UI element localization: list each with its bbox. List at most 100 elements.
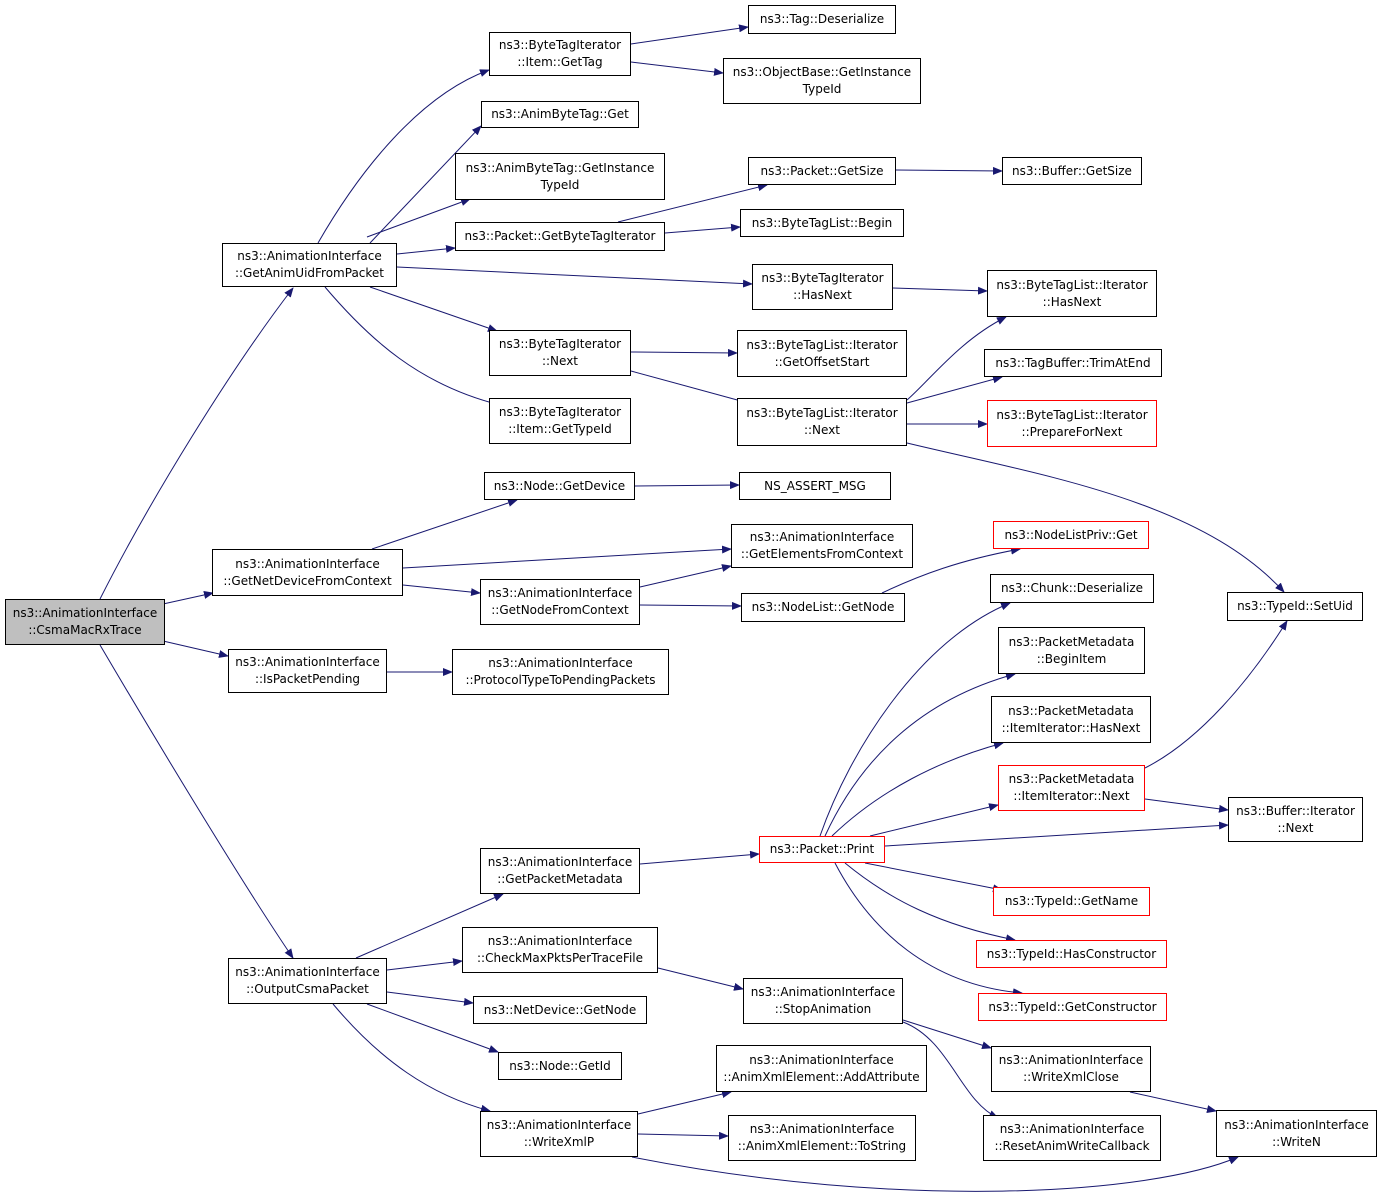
node-tostring[interactable]: ns3::AnimationInterface::AnimXmlElement:… (728, 1115, 916, 1161)
node-label-line: ns3::ByteTagList::Iterator (996, 277, 1148, 292)
node-ns-assert[interactable]: NS_ASSERT_MSG (739, 472, 891, 500)
node-resetanim[interactable]: ns3::AnimationInterface::ResetAnimWriteC… (983, 1115, 1161, 1161)
node-label-line: ns3::ObjectBase::GetInstance (732, 65, 912, 79)
call-edge (162, 640, 229, 658)
node-label-line: ::HasNext (1042, 294, 1102, 309)
node-chunk-deser[interactable]: ns3::Chunk::Deserialize (990, 574, 1154, 603)
node-label-line: ::WriteN (1272, 1134, 1321, 1149)
call-edge (819, 602, 1011, 837)
node-packet-getsize[interactable]: ns3::Packet::GetSize (748, 157, 896, 185)
node-label-line: ::CheckMaxPktsPerTraceFile (477, 951, 643, 965)
node-label-line: ns3::PacketMetadata (1008, 703, 1134, 718)
call-edge (617, 183, 768, 223)
node-label-line: ::HasNext (793, 288, 852, 302)
call-edge (324, 286, 501, 407)
node-label-line: ns3::ByteTagList::Iterator (996, 407, 1148, 422)
node-label-line: ns3::Buffer::Iterator (1236, 803, 1355, 818)
node-label-line: ns3::ByteTagIterator (498, 337, 622, 351)
node-tagbuf-trim[interactable]: ns3::TagBuffer::TrimAtEnd (984, 349, 1162, 377)
node-getnetdev[interactable]: ns3::AnimationInterface::GetNetDeviceFro… (212, 549, 403, 596)
node-label-line: ::GetAnimUidFromPacket (234, 266, 385, 280)
node-stopanim[interactable]: ns3::AnimationInterface::StopAnimation (743, 978, 903, 1024)
node-checkmax[interactable]: ns3::AnimationInterface::CheckMaxPktsPer… (462, 927, 658, 973)
node-btli-hasnext[interactable]: ns3::ByteTagList::Iterator::HasNext (987, 270, 1157, 317)
node-label-line: NS_ASSERT_MSG (764, 478, 866, 493)
call-edge (402, 584, 481, 597)
node-typeid-getcons[interactable]: ns3::TypeId::GetConstructor (978, 993, 1167, 1021)
node-btl-begin[interactable]: ns3::ByteTagList::Begin (740, 209, 904, 237)
node-label-line: ns3::AnimationInterface (12, 606, 158, 620)
node-label-line: ns3::TypeId::HasConstructor (986, 946, 1157, 961)
call-edge (1129, 1091, 1217, 1113)
call-edge (396, 244, 456, 255)
node-label-line: ::Next (1277, 820, 1314, 835)
node-bti-hasnext[interactable]: ns3::ByteTagIterator::HasNext (752, 264, 893, 310)
node-nodelist-getnode[interactable]: ns3::NodeList::GetNode (741, 593, 905, 622)
node-pm-ii-next[interactable]: ns3::PacketMetadata::ItemIterator::Next (998, 765, 1145, 811)
node-label-line: ns3::Chunk::Deserialize (1000, 581, 1144, 595)
node-outputcsma[interactable]: ns3::AnimationInterface::OutputCsmaPacke… (228, 958, 387, 1004)
node-label-line: ns3::ByteTagList::Begin (751, 215, 893, 230)
call-edge (630, 348, 738, 357)
node-bti-item-gettag[interactable]: ns3::ByteTagIterator::Item::GetTag (489, 32, 631, 76)
call-edge (864, 862, 1003, 893)
node-btli-prepare[interactable]: ns3::ByteTagList::Iterator::PrepareForNe… (987, 400, 1157, 447)
node-packet-getbti[interactable]: ns3::Packet::GetByteTagIterator (455, 222, 665, 251)
node-get-pkt-meta[interactable]: ns3::AnimationInterface::GetPacketMetada… (480, 848, 640, 894)
node-get-nodefromctx[interactable]: ns3::AnimationInterface::GetNodeFromCont… (480, 579, 640, 625)
node-label-line: ns3::PacketMetadata (1008, 772, 1135, 786)
call-edge (630, 370, 753, 406)
node-pm-beginitem[interactable]: ns3::PacketMetadata::BeginItem (998, 627, 1145, 674)
node-packet-print[interactable]: ns3::Packet::Print (759, 836, 885, 863)
node-btli-next[interactable]: ns3::ByteTagList::Iterator::Next (737, 398, 907, 446)
call-edge (906, 316, 1007, 401)
call-edge (630, 61, 724, 76)
call-edge (881, 546, 1021, 594)
node-label-line: ::PrepareForNext (1021, 424, 1123, 439)
node-label-line: ::ResetAnimWriteCallback (994, 1139, 1150, 1153)
node-label-line: ns3::TypeId::GetName (1004, 894, 1139, 908)
node-pm-ii-hasnext[interactable]: ns3::PacketMetadata::ItemIterator::HasNe… (991, 696, 1151, 743)
node-label-line: ns3::ByteTagIterator (761, 271, 884, 285)
node-btli-getoffset[interactable]: ns3::ByteTagList::Iterator::GetOffsetSta… (737, 330, 907, 377)
call-edge (1144, 620, 1288, 769)
call-edge (317, 69, 490, 244)
node-label-line: ::ItemIterator::Next (1013, 789, 1130, 803)
node-writexmlclose[interactable]: ns3::AnimationInterface::WriteXmlClose (991, 1046, 1151, 1092)
node-netdev-getnode[interactable]: ns3::NetDevice::GetNode (473, 996, 647, 1024)
node-ispending[interactable]: ns3::AnimationInterface::IsPacketPending (228, 649, 387, 693)
node-label-line: ::GetPacketMetadata (497, 872, 623, 886)
call-edge (637, 1090, 732, 1115)
node-animbytetag-get[interactable]: ns3::AnimByteTag::Get (481, 101, 639, 128)
node-label-line: ns3::AnimationInterface (998, 1053, 1144, 1067)
node-tag-deser[interactable]: ns3::Tag::Deserialize (748, 5, 896, 34)
node-writen[interactable]: ns3::AnimationInterface::WriteN (1216, 1110, 1377, 1157)
node-label-line: TypeId (540, 177, 580, 192)
node-typeid-hascons[interactable]: ns3::TypeId::HasConstructor (976, 940, 1167, 968)
node-typeid-getname[interactable]: ns3::TypeId::GetName (993, 887, 1150, 916)
node-label-line: ns3::AnimByteTag::GetInstance (465, 160, 655, 175)
node-getanimuid[interactable]: ns3::AnimationInterface::GetAnimUidFromP… (222, 243, 397, 287)
node-buffer-getsize[interactable]: ns3::Buffer::GetSize (1002, 157, 1142, 185)
node-label-line: ::Item::GetTag (517, 55, 603, 69)
node-writexmlp[interactable]: ns3::AnimationInterface::WriteXmlP (480, 1111, 638, 1157)
node-proto-pending[interactable]: ns3::AnimationInterface::ProtocolTypeToP… (452, 649, 669, 695)
node-typeid-setuid[interactable]: ns3::TypeId::SetUid (1227, 592, 1363, 621)
node-label-line: ns3::PacketMetadata (1008, 634, 1135, 649)
node-node-getdevice[interactable]: ns3::Node::GetDevice (484, 472, 635, 500)
node-label-line: ::Item::GetTypeId (508, 422, 612, 436)
node-buffer-it-next[interactable]: ns3::Buffer::Iterator::Next (1228, 797, 1363, 842)
call-edge (371, 499, 518, 550)
call-edge (366, 198, 471, 238)
node-root[interactable]: ns3::AnimationInterface::CsmaMacRxTrace (5, 599, 165, 645)
node-node-getid[interactable]: ns3::Node::GetId (498, 1052, 622, 1080)
node-label-line: ns3::AnimationInterface (487, 586, 633, 600)
call-edge (355, 893, 504, 959)
node-bti-item-gettypeid[interactable]: ns3::ByteTagIterator::Item::GetTypeId (489, 398, 631, 444)
node-nodelistpriv-get[interactable]: ns3::NodeListPriv::Get (993, 521, 1149, 549)
node-addattr[interactable]: ns3::AnimationInterface::AnimXmlElement:… (716, 1045, 927, 1092)
node-bti-next[interactable]: ns3::ByteTagIterator::Next (489, 330, 631, 376)
node-get-elements[interactable]: ns3::AnimationInterface::GetElementsFrom… (731, 524, 913, 568)
